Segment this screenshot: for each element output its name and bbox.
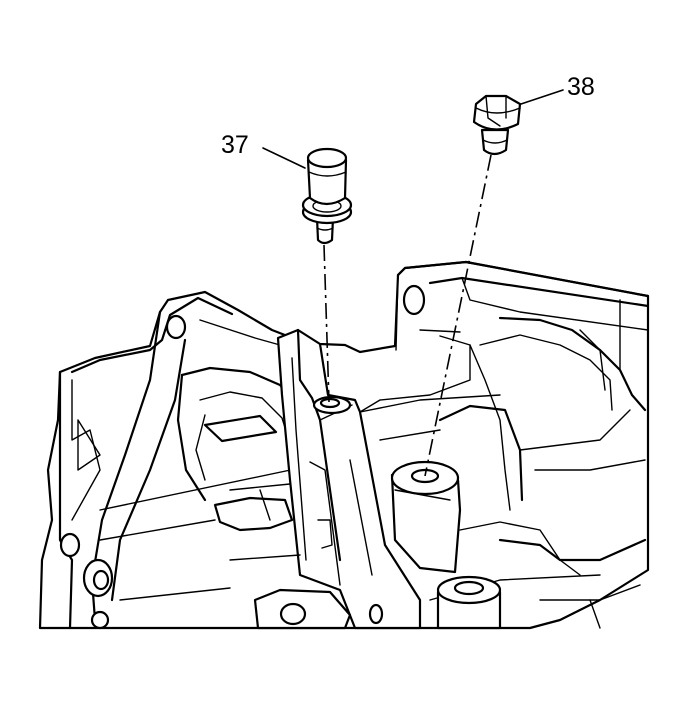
callout-label-37: 37: [221, 131, 249, 159]
plug-boss-38: [390, 460, 462, 574]
bolt-37: [301, 147, 353, 245]
engine-block-housing: [38, 260, 650, 630]
centerline-37: [323, 244, 330, 403]
callout-label-38: 38: [567, 73, 595, 101]
leader-line-38: [520, 89, 564, 105]
centerline-38: [424, 154, 492, 477]
leader-line-37: [262, 147, 306, 169]
plug-38: [472, 94, 522, 156]
lower-boss: [436, 575, 502, 630]
